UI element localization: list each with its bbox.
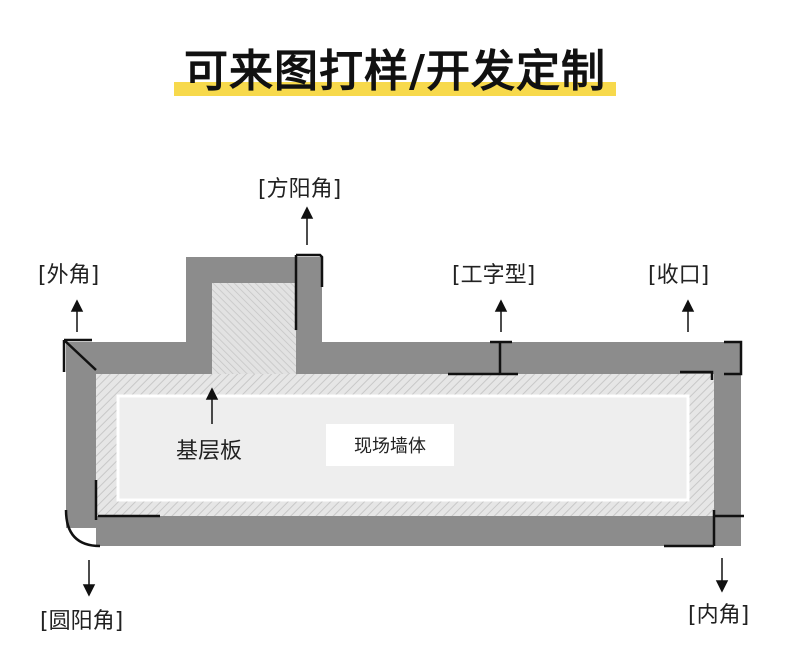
protrusion-hatched-area	[212, 283, 296, 374]
arrows	[70, 206, 729, 597]
wall-protrusion-right	[296, 257, 322, 374]
outer-corner-profile	[62, 338, 97, 372]
inner-corner-profile	[664, 510, 744, 548]
title-text: 可来图打样/开发定制	[183, 46, 607, 97]
label-square-outer-corner: [方阳角]	[258, 177, 342, 202]
label-round-outer-corner: [圆阳角]	[40, 609, 124, 634]
title-block: 可来图打样/开发定制	[0, 44, 790, 100]
round-corner-profile	[64, 480, 160, 548]
square-corner-profile	[294, 253, 324, 330]
label-site-wall: 现场墙体	[326, 424, 454, 466]
i-beam-profile	[448, 340, 518, 376]
wall-top-right	[296, 342, 741, 374]
label-edge-trim: [收口]	[648, 263, 710, 288]
label-outer-corner: [外角]	[38, 263, 100, 288]
label-i-beam: [工字型]	[452, 263, 536, 288]
profiles	[62, 253, 744, 548]
wall-left	[66, 342, 96, 528]
label-base-board: 基层板	[176, 439, 243, 464]
edge-trim-profile	[724, 340, 743, 376]
page-title: 可来图打样/开发定制	[173, 44, 617, 100]
right-inner-frame	[680, 370, 714, 380]
label-inner-corner: [内角]	[688, 603, 750, 628]
wall-bottom	[96, 516, 741, 546]
